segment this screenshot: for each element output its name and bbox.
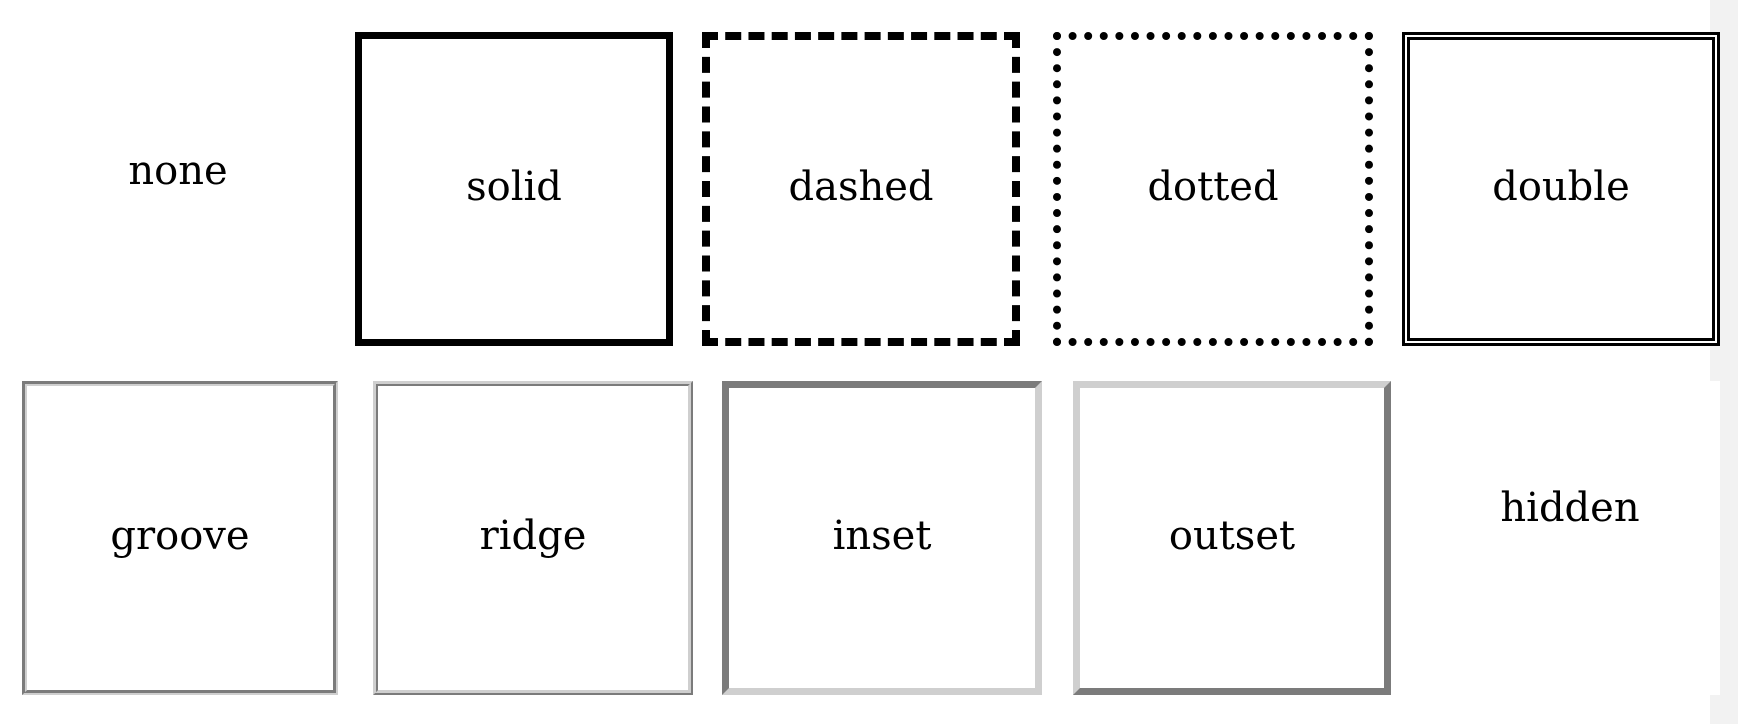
border-style-inset-box: inset bbox=[722, 381, 1042, 695]
border-style-none-box: none bbox=[22, 32, 334, 346]
border-style-dotted-box: dotted bbox=[1053, 32, 1373, 346]
border-style-hidden-label: hidden bbox=[1500, 485, 1640, 531]
border-style-none-label: none bbox=[128, 148, 228, 194]
border-style-outset-label: outset bbox=[1168, 513, 1296, 559]
border-style-ridge-label: ridge bbox=[479, 513, 587, 559]
border-style-outset-box: outset bbox=[1073, 381, 1391, 695]
border-style-double-label: double bbox=[1492, 164, 1630, 210]
border-style-solid-label: solid bbox=[466, 164, 562, 210]
border-style-dashed-box: dashed bbox=[702, 32, 1020, 346]
border-style-groove-label: groove bbox=[110, 513, 250, 559]
border-style-groove-box: groove bbox=[22, 381, 338, 695]
border-style-inset-label: inset bbox=[832, 513, 932, 559]
border-style-double-box: double bbox=[1402, 32, 1720, 346]
border-style-dotted-label: dotted bbox=[1147, 164, 1279, 210]
border-style-solid-box: solid bbox=[355, 32, 673, 346]
border-style-ridge-box: ridge bbox=[373, 381, 693, 695]
border-style-dashed-label: dashed bbox=[788, 164, 934, 210]
border-style-hidden-box: hidden bbox=[1420, 381, 1720, 695]
